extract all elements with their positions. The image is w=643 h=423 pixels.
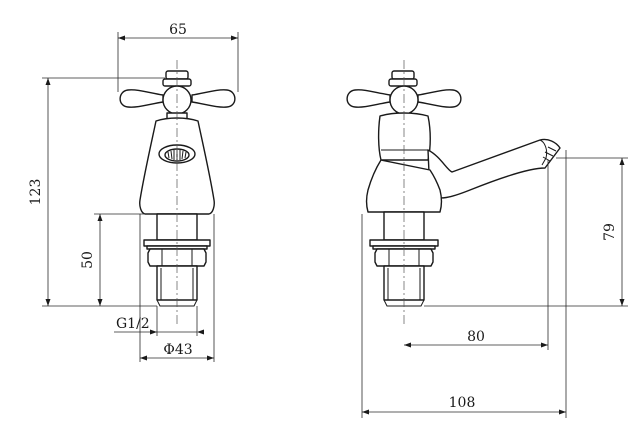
side-handle-collar bbox=[388, 78, 418, 87]
dimension-spout-reach: 80 bbox=[404, 160, 549, 350]
base-diameter-label: Φ43 bbox=[163, 342, 192, 358]
overall-height-label: 123 bbox=[28, 179, 44, 206]
dimension-handle-width: 65 bbox=[117, 22, 239, 92]
side-spout bbox=[427, 138, 561, 199]
overall-depth-label: 108 bbox=[449, 395, 476, 411]
spout-height-label: 79 bbox=[602, 223, 618, 241]
dimension-overall-depth: 108 bbox=[361, 150, 567, 418]
thread-size-label: G1/2 bbox=[116, 316, 150, 332]
front-aerator-mesh bbox=[167, 150, 187, 160]
side-handle-arm-left bbox=[346, 89, 391, 108]
dimension-thread-size: G1/2 bbox=[114, 306, 204, 336]
front-view bbox=[119, 60, 236, 325]
side-spout-tip-line bbox=[539, 139, 548, 166]
side-nut-flats bbox=[388, 249, 420, 266]
side-view bbox=[346, 60, 561, 325]
dimension-base-diameter: Φ43 bbox=[139, 214, 215, 362]
front-nut-flats bbox=[161, 249, 193, 266]
shank-length-label: 50 bbox=[80, 251, 96, 269]
spout-reach-label: 80 bbox=[467, 329, 485, 345]
side-handle-cap bbox=[391, 70, 415, 80]
dimension-spout-height: 79 bbox=[424, 157, 628, 307]
side-handle-arm-right bbox=[417, 89, 462, 108]
dimension-shank-length: 50 bbox=[80, 213, 157, 306]
side-thread-root bbox=[387, 268, 421, 300]
front-handle-arm-right bbox=[191, 89, 236, 108]
side-head bbox=[377, 112, 431, 161]
front-handle-arm-left bbox=[119, 89, 164, 108]
front-thread-root bbox=[160, 268, 194, 300]
side-aerator-lines bbox=[542, 146, 557, 162]
handle-width-label: 65 bbox=[169, 22, 187, 38]
dimension-overall-height: 123 bbox=[28, 77, 165, 307]
